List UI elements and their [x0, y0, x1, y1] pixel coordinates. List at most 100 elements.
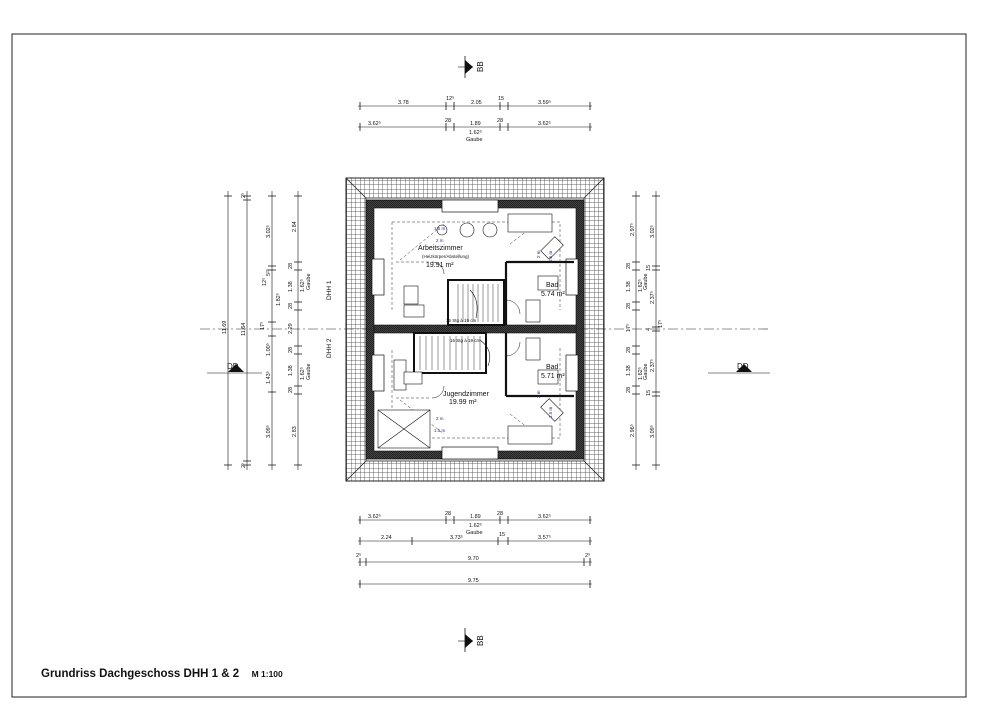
dim-bottom-2-a: 2.24	[381, 535, 392, 541]
dim-top-2-sub2: Gaube	[466, 137, 483, 143]
dim-top-2-sub: 1.62⁵	[469, 129, 482, 136]
dim-top-1-a: 3.78	[398, 100, 409, 106]
dim-top-1-c: 2.05	[471, 100, 482, 106]
slope-label-3: 1.5 m	[434, 428, 446, 433]
section-marker-bb-bottom: BB	[458, 628, 485, 652]
dim-right-1b-b: Gaube	[643, 273, 649, 290]
dim-top-1-b: 12⁵	[446, 95, 454, 102]
dim-left-3-c: 1.38	[288, 281, 294, 292]
dim-bottom-1-b: 28	[445, 511, 451, 517]
dim-left-total: 11.69	[222, 321, 228, 334]
slope-label-8: 2 m	[536, 390, 541, 398]
unit-label-dhh1: DHH 1	[326, 280, 333, 300]
dim-bottom-2-d: 3.57⁵	[538, 534, 551, 541]
dim-left-3-i: 2.83	[292, 426, 298, 437]
dim-left-3-a: 2.84	[292, 221, 298, 232]
dim-left-2-e: 1.43⁵	[265, 371, 272, 384]
dim-bottom-4-a: 9.75	[468, 578, 479, 584]
dim-bottom-1-e: 3.62⁵	[538, 513, 551, 520]
dim-top-2-c: 1.89	[470, 121, 481, 127]
dim-right-2-a: 3.02⁵	[649, 225, 656, 238]
dim-right-1-e: 17⁵	[625, 324, 632, 332]
building	[345, 177, 605, 482]
section-bb-bottom-label: BB	[476, 635, 485, 646]
dim-left-3-b: 28	[288, 263, 294, 269]
dim-bottom-3-c: 2⁵	[585, 552, 590, 559]
stair-upper-label: 15 Stg à 19 cm	[446, 318, 477, 323]
room-jugendzimmer-name: Jugendzimmer	[443, 391, 490, 398]
stair-lower	[413, 332, 487, 374]
dim-top-2-d: 28	[497, 118, 503, 124]
dim-right-1-h: 28	[626, 387, 632, 393]
dim-left-3b-d: Gaube	[306, 363, 312, 380]
room-arbeitszimmer-note: (Heizkörper/Abstellung)	[422, 254, 470, 259]
dim-right-2-b: 15	[646, 265, 652, 271]
slope-label-2: 2 m	[436, 238, 444, 243]
dim-right-1-b: 28	[626, 263, 632, 269]
dim-bottom-1-c: 1.89	[470, 514, 481, 520]
dim-right-1-d: 28	[626, 303, 632, 309]
slope-label-6: 2 m	[536, 250, 541, 258]
dimension-lines	[227, 105, 657, 585]
section-marker-bb-top: BB	[458, 56, 485, 78]
slope-label-5: 1.5 m	[548, 250, 553, 262]
room-bad1-name: Bad	[546, 282, 559, 289]
dim-right-1-f: 28	[626, 347, 632, 353]
room-arbeitszimmer-name: Arbeitszimmer	[418, 245, 463, 252]
drawing-scale: M 1:100	[251, 669, 283, 679]
dim-right-2-f: 15	[646, 390, 652, 396]
dim-bottom-1-sub2: Gaube	[466, 530, 483, 536]
dim-top-1-d: 15	[498, 96, 504, 102]
dim-left-2b-a: 17⁵	[259, 322, 266, 330]
section-dd-right-label: DD	[737, 362, 749, 371]
dim-left-2-f: 3.09⁵	[265, 425, 272, 438]
dim-left-3-h: 28	[288, 387, 294, 393]
dim-left-3b-e: 1.82⁵	[275, 293, 282, 306]
section-bb-top-label: BB	[476, 61, 485, 72]
furniture-upper	[403, 213, 564, 323]
dim-right-2-c: 2.37⁵	[649, 291, 656, 304]
dim-left-1-a: 2⁵	[240, 193, 247, 198]
dim-left-3-f: 28	[288, 347, 294, 353]
section-marker-dd-left: DD	[207, 362, 262, 374]
room-bad2-area: 5.71 m²	[541, 373, 565, 380]
dim-left-3b-b: Gaube	[306, 273, 312, 290]
dim-left-3-e: 2.29	[288, 323, 294, 334]
drawing-title: Grundriss Dachgeschoss DHH 1 & 2 M 1:100	[41, 664, 283, 682]
room-bad1-area: 5.74 m²	[541, 291, 565, 298]
section-marker-dd-right: DD	[708, 362, 770, 374]
slope-label-7: 1.5 m	[548, 406, 553, 418]
dim-right-2-d: 4	[646, 328, 652, 331]
dim-left-2-b: 12⁵	[261, 278, 268, 286]
dim-right-2b-a: 17⁵	[657, 320, 664, 328]
dim-bottom-2-b: 3.73⁵	[450, 534, 463, 541]
dim-left-2-a: 3.02⁵	[265, 225, 272, 238]
dim-left-1-b: 11.64	[241, 323, 247, 336]
stair-upper	[447, 279, 505, 326]
dim-left-3-g: 1.38	[288, 365, 294, 376]
dim-left-1-c: 2⁵	[240, 463, 247, 468]
dim-top-1-e: 3.59⁵	[538, 99, 551, 106]
dim-bottom-1-a: 3.62⁵	[368, 513, 381, 520]
section-dd-left-label: DD	[227, 362, 239, 371]
dim-right-2-e: 2.37⁵	[649, 359, 656, 372]
dim-left-3-d: 28	[288, 303, 294, 309]
room-bad2-name: Bad	[546, 364, 559, 371]
room-arbeitszimmer-area: 19.91 m²	[426, 262, 454, 269]
dim-right-2-g: 3.09⁵	[649, 425, 656, 438]
slope-label-4: 2 m	[436, 416, 444, 421]
dim-bottom-2-c: 15	[499, 532, 505, 538]
dim-bottom-1-sub: 1.62⁵	[469, 522, 482, 529]
slope-label-1: 1.5 m	[434, 226, 446, 231]
dim-right-1b-c: 1.62⁵	[637, 367, 644, 380]
dim-bottom-3-b: 9.70	[468, 556, 479, 562]
dim-left-3b-a: 1.62⁵	[299, 279, 306, 292]
dim-right-1-c: 1.38	[626, 281, 632, 292]
drawing-title-text: Grundriss Dachgeschoss DHH 1 & 2	[41, 668, 240, 680]
dim-left-3b-c: 1.62⁵	[299, 367, 306, 380]
dim-bottom-1-d: 28	[497, 511, 503, 517]
dim-left-2-c: 5²⁵	[265, 269, 272, 276]
unit-label-dhh2: DHH 2	[326, 338, 333, 358]
sheet-border	[11, 33, 967, 698]
